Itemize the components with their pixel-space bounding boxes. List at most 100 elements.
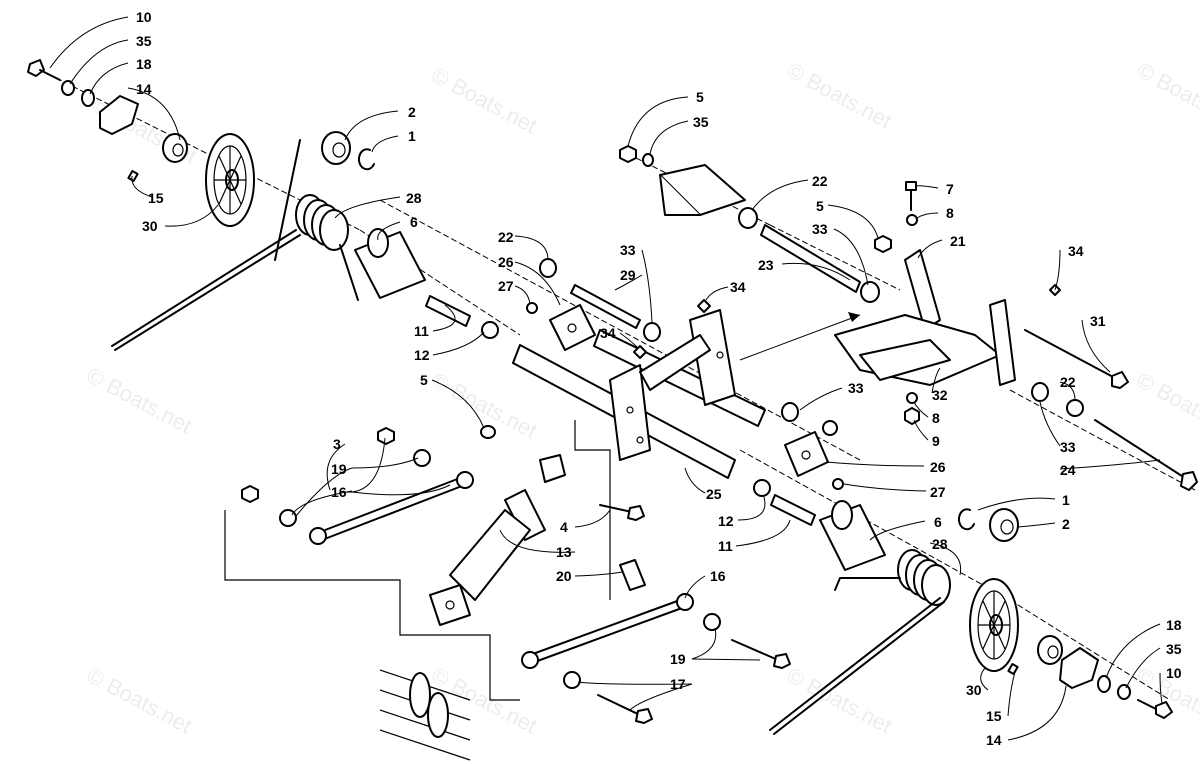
- nut-5-top-right: [874, 235, 892, 253]
- callout: 33: [848, 380, 864, 396]
- washer-27-upper: [526, 302, 538, 314]
- watermark: © Boats.net: [83, 362, 197, 438]
- lock-washer-35-top: [642, 153, 654, 167]
- idler-wheel-30-right: [969, 578, 1019, 672]
- bolt-17-lower: [597, 694, 653, 724]
- nut-5-top: [619, 145, 637, 163]
- nut-22-right: [1066, 399, 1084, 417]
- callout: 6: [934, 514, 942, 530]
- bolt-31: [1024, 329, 1129, 389]
- callout: 3: [333, 436, 341, 452]
- callout: 34: [600, 325, 616, 341]
- limiter-strap-16-lower: [521, 593, 694, 669]
- right-idler-wheel-assembly: [753, 479, 1173, 735]
- callout: 28: [406, 190, 422, 206]
- callout: 12: [414, 347, 430, 363]
- shaft-23: [760, 224, 861, 293]
- bolt-17-upper: [731, 639, 791, 669]
- grease-fitting-34-upper: [697, 299, 711, 313]
- washer-8-top: [906, 214, 918, 226]
- callout: 8: [932, 410, 940, 426]
- bolt-10-right: [1137, 699, 1173, 719]
- spring-sleeve-6-right: [819, 500, 886, 571]
- callout: 6: [410, 214, 418, 230]
- callout: 12: [718, 513, 734, 529]
- callout: 22: [498, 229, 514, 245]
- frame-rail-section: [379, 669, 471, 761]
- callout: 11: [414, 323, 429, 339]
- callout: 16: [331, 484, 347, 500]
- snap-ring-1-right: [957, 508, 975, 531]
- torsion-spring-28-right: [769, 549, 951, 735]
- callout: 19: [670, 651, 686, 667]
- spacer-19-upper: [413, 449, 431, 467]
- callout: 15: [986, 708, 1002, 724]
- nut-3: [377, 427, 395, 445]
- watermark: © Boats.net: [1133, 367, 1200, 443]
- torsion-spring-28-left: [111, 139, 359, 351]
- callout: 4: [560, 519, 568, 535]
- washer-18-left: [81, 89, 95, 107]
- callout: 7: [946, 181, 954, 197]
- left-idler-wheel-assembly: [27, 59, 499, 351]
- callout: 10: [1166, 665, 1182, 681]
- callout: 27: [498, 278, 514, 294]
- bushing-22-upper: [539, 258, 557, 278]
- axle-pin-11-left: [425, 295, 471, 327]
- nut-9: [904, 407, 920, 425]
- callout: 22: [812, 173, 828, 189]
- lock-washer-35-right: [1117, 684, 1131, 700]
- washer-18-right: [1097, 675, 1111, 693]
- callout: 29: [620, 267, 636, 283]
- track-mount-block: [659, 164, 746, 216]
- callout: 8: [946, 205, 954, 221]
- axle-cap-14-left: [99, 95, 139, 135]
- callout: 26: [930, 459, 946, 475]
- callout: 5: [696, 89, 704, 105]
- callout: 30: [966, 682, 982, 698]
- spring-sleeve-6-left: [354, 228, 426, 299]
- callout-numbers: 10 35 18 14 15 30 2 1 28 6 5 35 22 5 33 …: [136, 9, 1182, 748]
- callout: 2: [1062, 516, 1070, 532]
- mounting-bracket-26-lower: [784, 431, 829, 477]
- idler-wheel-30-left: [205, 133, 255, 227]
- callout: 34: [1068, 243, 1084, 259]
- set-screw-15-right: [1007, 663, 1019, 675]
- callout: 21: [950, 233, 966, 249]
- bolt-10-left: [27, 59, 61, 81]
- callout: 34: [730, 279, 746, 295]
- callout: 33: [1060, 439, 1076, 455]
- limiter-strap-16-upper: [309, 471, 474, 545]
- nut-5-center: [480, 425, 496, 439]
- arm-plates: [609, 309, 736, 461]
- callout: 2: [408, 104, 416, 120]
- callout: 15: [148, 190, 164, 206]
- bushing-33-top: [860, 281, 880, 303]
- callout: 20: [556, 568, 572, 584]
- shaft-29: [570, 284, 641, 329]
- watermark: © Boats.net: [1133, 57, 1200, 133]
- snap-ring-1-left: [357, 148, 375, 171]
- bearing-2-right: [989, 508, 1019, 542]
- bolt-7: [905, 181, 917, 211]
- callout: 13: [556, 544, 572, 560]
- axle-pin-11-right: [770, 494, 816, 526]
- callout: 27: [930, 484, 946, 500]
- spacer-19-bottom: [563, 671, 581, 689]
- callout: 1: [1062, 492, 1070, 508]
- bearing-spacer-right: [1037, 635, 1063, 665]
- mounting-bracket-26-upper: [549, 304, 596, 351]
- callout: 1: [408, 128, 416, 144]
- callout: 18: [136, 56, 152, 72]
- bushing-33-right: [1031, 382, 1049, 402]
- bushing-22-top: [738, 207, 758, 229]
- washer-27-lower: [832, 478, 844, 490]
- callout: 24: [1060, 462, 1076, 478]
- callout: 11: [718, 538, 733, 554]
- rear-arm-assembly: [619, 145, 1198, 491]
- bearing-2-left: [321, 131, 351, 165]
- callout: 17: [670, 676, 686, 692]
- callout: 23: [758, 257, 774, 273]
- callout: 25: [706, 486, 722, 502]
